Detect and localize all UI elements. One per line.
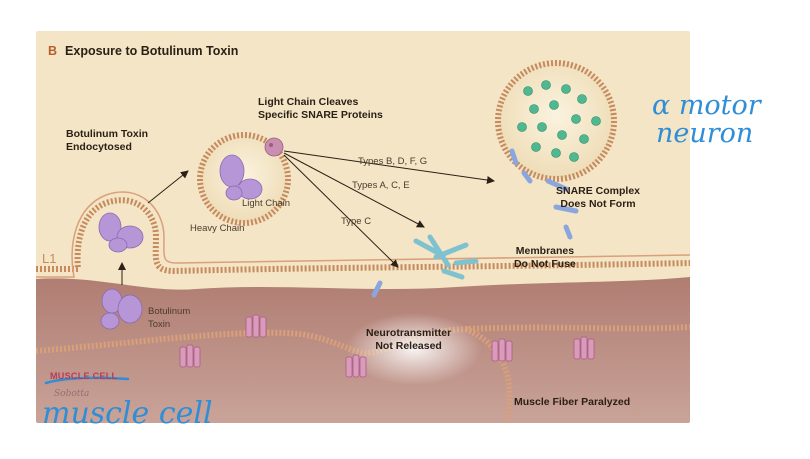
label-muscle-paralyzed: Muscle Fiber Paralyzed xyxy=(514,396,631,408)
label-toxin-endocytosed: Botulinum Toxin Endocytosed xyxy=(66,128,148,154)
snare-fragments-top xyxy=(509,148,579,240)
label-membranes: Membranes Do Not Fuse xyxy=(514,245,576,271)
snare-fragment-membrane xyxy=(371,280,383,298)
handwritten-muscle-cell: muscle cell xyxy=(42,396,213,431)
label-types-bdfg: Types B, D, F, G xyxy=(358,156,428,167)
label-toxin-endocytosed-1: Botulinum Toxin xyxy=(66,128,149,140)
artist-signature: Sobotta xyxy=(54,389,90,399)
label-toxin-outside-1: Botulinum xyxy=(148,306,191,317)
label-light-chain-cleaves-2: Specific SNARE Proteins xyxy=(258,109,383,121)
label-neurotransmitter: Neurotransmitter Not Released xyxy=(366,327,451,353)
label-type-c: Type C xyxy=(341,216,372,227)
muscle-membrane-fold xyxy=(464,326,513,423)
label-types-ace: Types A, C, E xyxy=(352,180,410,191)
botulinum-toxin-figure: L1 B Exposure to Botulinum Toxin Botulinu… xyxy=(36,31,690,423)
toxin-in-pocket xyxy=(98,212,144,253)
label-heavy-chain: Heavy Chain xyxy=(190,223,245,234)
presynaptic-membrane-inner xyxy=(36,191,690,278)
handwritten-alpha-motor: α motor neuron xyxy=(652,92,761,148)
figure-title: B Exposure to Botulinum Toxin xyxy=(48,44,238,58)
label-toxin-outside-2: Toxin xyxy=(148,319,171,330)
endocytosed-vesicle xyxy=(197,132,291,226)
vesicle-neurotransmitters xyxy=(517,80,601,162)
presynaptic-membrane xyxy=(36,197,690,275)
handwritten-underline xyxy=(44,376,130,385)
label-toxin-outside: Botulinum Toxin xyxy=(148,305,190,331)
toxin-in-vesicle xyxy=(219,154,263,201)
label-snare: SNARE Complex Does Not Form xyxy=(556,185,640,211)
label-toxin-endocytosed-2: Endocytosed xyxy=(66,141,132,153)
label-light-chain: Light Chain xyxy=(242,198,291,209)
label-nt-2: Not Released xyxy=(375,340,442,352)
handwritten-alpha-motor-1: α motor xyxy=(652,90,761,121)
label-light-chain-cleaves-1: Light Chain Cleaves xyxy=(258,96,359,108)
label-muscle-cell: MUSCLE CELL xyxy=(50,371,118,381)
label-light-chain-cleaves: Light Chain Cleaves Specific SNARE Prote… xyxy=(258,96,383,122)
pathway-arrows xyxy=(118,150,495,285)
diagram-artwork: L1 xyxy=(36,31,690,423)
label-nt-1: Neurotransmitter xyxy=(366,327,452,339)
handwritten-alpha-motor-2: neuron xyxy=(656,118,754,149)
title-text: Exposure to Botulinum Toxin xyxy=(65,44,239,58)
label-membranes-2: Do Not Fuse xyxy=(514,258,576,270)
label-membranes-1: Membranes xyxy=(515,245,575,257)
light-chain-fragment xyxy=(264,137,284,157)
neurotransmitter-glow xyxy=(346,313,482,385)
acetylcholine-receptors xyxy=(179,314,595,378)
toxin-outside xyxy=(100,288,143,330)
label-snare-2: Does Not Form xyxy=(560,198,636,210)
side-mark: L1 xyxy=(42,251,56,266)
panel-letter: B xyxy=(48,44,58,58)
snare-fragments-bottom xyxy=(413,234,479,280)
label-snare-1: SNARE Complex xyxy=(556,185,641,197)
